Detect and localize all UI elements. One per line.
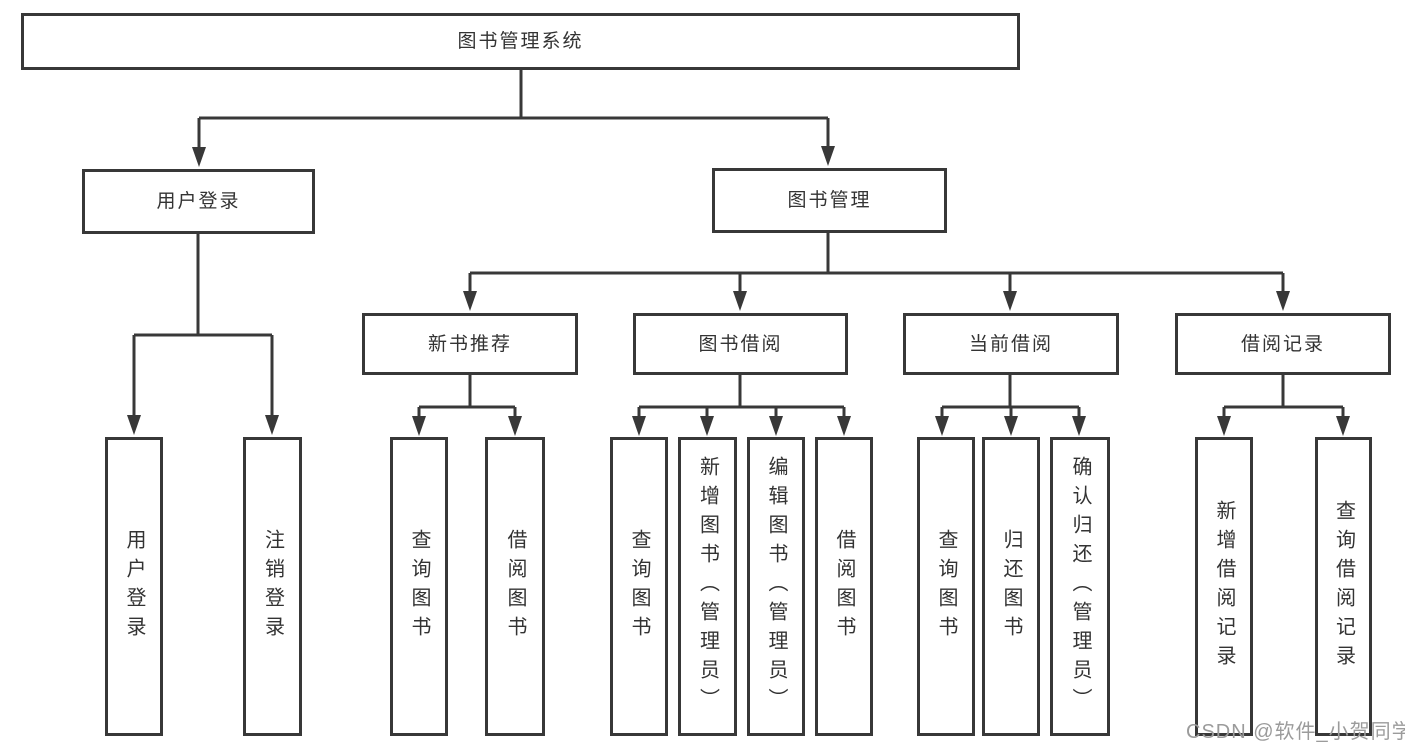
connector-new-book-recommend [417, 375, 517, 419]
connector-user-login [132, 233, 274, 418]
leaf-query-books-recommend: 查询图书 [390, 437, 448, 736]
node-current-borrow: 当前借阅 [903, 313, 1119, 375]
leaf-user-login: 用户登录 [105, 437, 163, 736]
connector-borrow-records [1222, 375, 1345, 419]
node-user-login: 用户登录 [82, 169, 315, 234]
leaf-add-books-admin: 新增图书（管理员） [678, 437, 737, 736]
node-library-management-system: 图书管理系统 [21, 13, 1020, 70]
connector-book-borrow [637, 375, 846, 419]
leaf-query-books-current: 查询图书 [917, 437, 975, 736]
node-book-management: 图书管理 [712, 168, 947, 233]
leaf-query-books-borrow: 查询图书 [610, 437, 668, 736]
leaf-add-borrow-record: 新增借阅记录 [1195, 437, 1253, 736]
connector-current-borrow [940, 375, 1081, 419]
connector-book-management [468, 232, 1285, 294]
watermark: CSDN @软件_小贺同学 [1186, 721, 1405, 743]
node-new-book-recommend: 新书推荐 [362, 313, 578, 375]
leaf-edit-books-admin: 编辑图书（管理员） [747, 437, 805, 736]
arrowheads [127, 146, 1350, 436]
node-book-borrow: 图书借阅 [633, 313, 848, 375]
leaf-borrow-books: 借阅图书 [815, 437, 873, 736]
leaf-return-books: 归还图书 [982, 437, 1040, 736]
leaf-borrow-books-recommend: 借阅图书 [485, 437, 545, 736]
connector-root [197, 68, 830, 150]
leaf-confirm-return-admin: 确认归还（管理员） [1050, 437, 1110, 736]
node-borrow-records: 借阅记录 [1175, 313, 1391, 375]
leaf-logout-login: 注销登录 [243, 437, 302, 736]
leaf-query-borrow-record: 查询借阅记录 [1315, 437, 1372, 736]
